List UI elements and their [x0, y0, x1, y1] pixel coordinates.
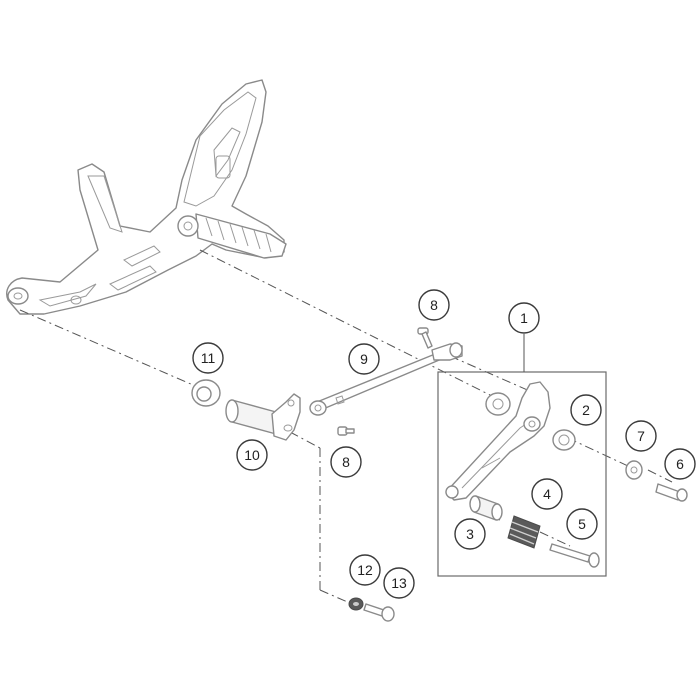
svg-text:12: 12 — [357, 562, 373, 578]
callout-13[interactable]: 13 — [383, 567, 415, 599]
svg-text:1: 1 — [520, 310, 528, 326]
part-3-bushing — [469, 495, 503, 521]
svg-text:6: 6 — [676, 456, 684, 472]
svg-text:8: 8 — [430, 297, 438, 313]
part-7-washer — [625, 460, 643, 480]
callout-8-top[interactable]: 8 — [418, 289, 450, 321]
svg-text:10: 10 — [244, 447, 260, 463]
svg-text:4: 4 — [543, 486, 551, 502]
callout-8-lower[interactable]: 8 — [330, 446, 362, 478]
footpeg — [195, 213, 287, 259]
callout-1[interactable]: 1 — [508, 302, 540, 334]
callout-5[interactable]: 5 — [566, 508, 598, 540]
part-12-nut — [348, 597, 364, 611]
svg-text:2: 2 — [582, 402, 590, 418]
part-1-shift-lever — [445, 381, 551, 501]
callout-10[interactable]: 10 — [236, 439, 268, 471]
svg-text:11: 11 — [201, 350, 216, 366]
svg-text:7: 7 — [637, 428, 645, 444]
part-11-ring — [191, 379, 221, 407]
callout-4[interactable]: 4 — [531, 478, 563, 510]
callout-6[interactable]: 6 — [664, 448, 696, 480]
part-8-bolt-lower — [337, 426, 355, 436]
part-2-washer — [552, 429, 576, 451]
svg-text:5: 5 — [578, 516, 586, 532]
svg-text:3: 3 — [466, 526, 474, 542]
assembly-box — [437, 371, 607, 577]
center-lines — [19, 249, 673, 605]
part-10-sleeve — [225, 393, 301, 441]
callout-9[interactable]: 9 — [348, 343, 380, 375]
callout-7[interactable]: 7 — [625, 420, 657, 452]
part-4-rubber — [507, 515, 541, 549]
part-5-bolt — [549, 543, 600, 568]
svg-text:8: 8 — [342, 454, 350, 470]
svg-text:9: 9 — [360, 351, 368, 367]
callout-2[interactable]: 2 — [570, 394, 602, 426]
part-9-shift-rod — [309, 342, 463, 416]
callout-3[interactable]: 3 — [454, 518, 486, 550]
callout-12[interactable]: 12 — [349, 554, 381, 586]
callout-11[interactable]: 11 — [192, 342, 224, 374]
svg-text:13: 13 — [391, 575, 407, 591]
footrest-bracket — [6, 79, 287, 315]
part-13-screw — [363, 603, 395, 622]
part-8-bolt-top — [417, 327, 433, 349]
part-6-pin — [655, 483, 688, 502]
